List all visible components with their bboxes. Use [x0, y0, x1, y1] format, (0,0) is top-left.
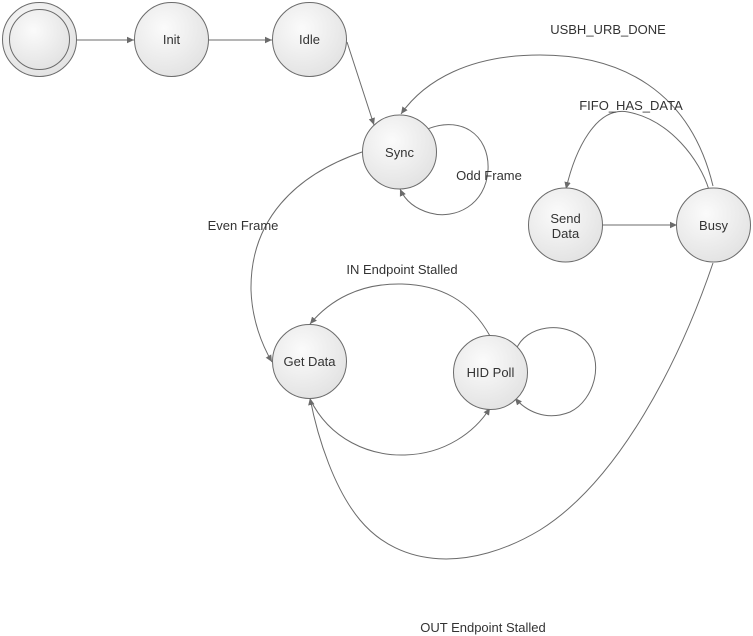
- state-send-data-label-line2: Data: [552, 226, 580, 241]
- state-get-data-label: Get Data: [283, 354, 336, 369]
- edge-sync-self-loop: [399, 124, 489, 216]
- edge-sync-to-get-data: [250, 151, 363, 363]
- edge-busy-to-get-data: [308, 262, 714, 560]
- label-fifo-has-data: FIFO_HAS_DATA: [579, 98, 683, 113]
- label-even-frame: Even Frame: [208, 218, 279, 233]
- label-out-endpoint-stalled: OUT Endpoint Stalled: [420, 620, 546, 635]
- state-busy: Busy: [676, 187, 751, 263]
- initial-state: [2, 2, 77, 77]
- state-idle-label: Idle: [299, 32, 320, 47]
- state-init-label: Init: [163, 32, 181, 47]
- state-sync-label: Sync: [385, 145, 414, 160]
- state-send-data-label-line1: Send: [550, 211, 580, 226]
- state-send-data: Send Data: [528, 187, 603, 263]
- state-busy-label: Busy: [699, 218, 728, 233]
- state-init: Init: [134, 2, 209, 77]
- edge-hid-poll-to-get-data: [309, 283, 491, 337]
- edge-idle-to-sync: [346, 41, 375, 126]
- label-odd-frame: Odd Frame: [456, 168, 522, 183]
- state-hid-poll: HID Poll: [453, 335, 528, 410]
- label-in-endpoint-stalled: IN Endpoint Stalled: [346, 262, 457, 277]
- state-sync: Sync: [362, 114, 437, 190]
- state-hid-poll-label: HID Poll: [467, 365, 515, 380]
- edge-get-data-to-hid-poll: [309, 398, 491, 456]
- label-usbh-urb-done: USBH_URB_DONE: [550, 22, 666, 37]
- edge-hid-poll-self-loop: [514, 327, 597, 417]
- state-idle: Idle: [272, 2, 347, 77]
- edge-busy-to-send-data: [564, 111, 710, 191]
- edge-busy-to-sync: [400, 54, 714, 187]
- state-get-data: Get Data: [272, 324, 347, 399]
